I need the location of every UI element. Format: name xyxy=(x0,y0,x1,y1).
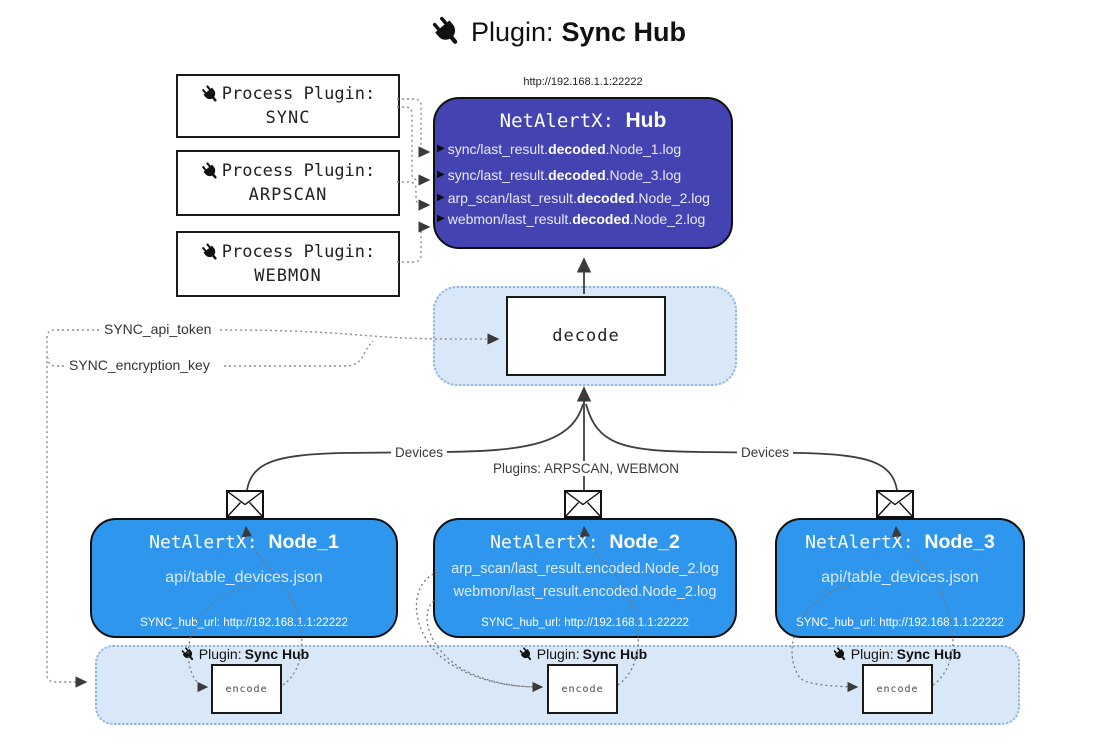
node-file: webmon/last_result.encoded.Node_2.log xyxy=(453,584,717,600)
process-plugin-name: ARPSCAN xyxy=(248,185,328,205)
node-hub-url: SYNC_hub_url: http://192.168.1.1:22222 xyxy=(140,617,348,629)
node-file: api/table_devices.json xyxy=(821,569,979,586)
process-plugin-label: Process Plugin: xyxy=(221,84,376,104)
hub-log-row: ▶arp_scan/last_result.decoded.Node_2.log xyxy=(437,190,710,206)
edge-label-devices-right: Devices xyxy=(736,445,794,460)
process-plugin-label: Process Plugin: xyxy=(221,161,376,181)
encode-box: encode xyxy=(547,664,618,714)
hub-log-list: ▶sync/last_result.decoded.Node_1.log ▶sy… xyxy=(435,140,731,226)
envelope-icon xyxy=(226,490,264,518)
node-title: NetAlertX: Node_1 xyxy=(149,531,339,553)
hub-name-bold: Hub xyxy=(625,109,667,132)
hub-url-label: http://192.168.1.1:22222 xyxy=(523,76,643,88)
plug-icon xyxy=(201,242,220,262)
plug-icon xyxy=(519,646,534,662)
arrow-right-icon: ▶ xyxy=(437,169,445,180)
arrow-right-icon: ▶ xyxy=(437,213,445,224)
band-plugin-label: Plugin:Sync Hub xyxy=(833,646,961,662)
page-title: Plugin: Sync Hub xyxy=(0,16,1117,48)
node-2-box: NetAlertX: Node_2 arp_scan/last_result.e… xyxy=(433,518,737,638)
plug-icon xyxy=(833,646,848,662)
encode-box: encode xyxy=(862,664,933,714)
title-text-bold: Sync Hub xyxy=(561,16,687,47)
process-plugin-name: WEBMON xyxy=(254,266,322,286)
band-plugin-label: Plugin:Sync Hub xyxy=(181,646,309,662)
node-3-box: NetAlertX: Node_3 api/table_devices.json… xyxy=(775,518,1025,638)
hub-name: NetAlertX: xyxy=(499,110,615,132)
encode-box: encode xyxy=(211,664,282,714)
title-text: Plugin: xyxy=(470,16,554,47)
hub-box: NetAlertX: Hub ▶sync/last_result.decoded… xyxy=(433,97,733,249)
hub-log-row: ▶sync/last_result.decoded.Node_1.log xyxy=(437,141,682,157)
node-title: NetAlertX: Node_2 xyxy=(490,531,680,553)
process-plugin-name: SYNC xyxy=(265,108,311,128)
hub-log-row: ▶sync/last_result.decoded.Node_3.log xyxy=(437,167,682,183)
process-plugin-arpscan: Process Plugin: ARPSCAN xyxy=(176,150,400,216)
decode-box: decode xyxy=(506,296,666,376)
edge-label-devices-left: Devices xyxy=(390,445,448,460)
plug-icon xyxy=(201,84,220,104)
node-hub-url: SYNC_hub_url: http://192.168.1.1:22222 xyxy=(481,617,689,629)
arrow-right-icon: ▶ xyxy=(437,192,445,203)
plug-icon xyxy=(201,161,220,181)
plug-icon xyxy=(181,646,196,662)
envelope-icon xyxy=(564,490,602,518)
node-file: api/table_devices.json xyxy=(165,569,323,586)
envelope-icon xyxy=(876,490,914,518)
sync-api-token-label: SYNC_api_token xyxy=(101,321,215,337)
plug-icon xyxy=(431,16,463,48)
node-hub-url: SYNC_hub_url: http://192.168.1.1:22222 xyxy=(796,617,1004,629)
process-plugin-webmon: Process Plugin: WEBMON xyxy=(176,231,400,297)
arrow-right-icon: ▶ xyxy=(437,143,445,154)
band-plugin-label: Plugin:Sync Hub xyxy=(519,646,647,662)
process-plugin-sync: Process Plugin: SYNC xyxy=(176,74,400,138)
process-plugin-label: Process Plugin: xyxy=(221,242,376,262)
node-file: arp_scan/last_result.encoded.Node_2.log xyxy=(451,561,719,577)
sync-encryption-key-label: SYNC_encryption_key xyxy=(66,357,213,373)
node-title: NetAlertX: Node_3 xyxy=(805,531,995,553)
hub-title: NetAlertX: Hub xyxy=(435,109,731,133)
hub-log-row: ▶webmon/last_result.decoded.Node_2.log xyxy=(437,211,706,227)
edge-label-plugins-mid: Plugins: ARPSCAN, WEBMON xyxy=(488,461,684,476)
node-1-box: NetAlertX: Node_1 api/table_devices.json… xyxy=(90,518,398,638)
